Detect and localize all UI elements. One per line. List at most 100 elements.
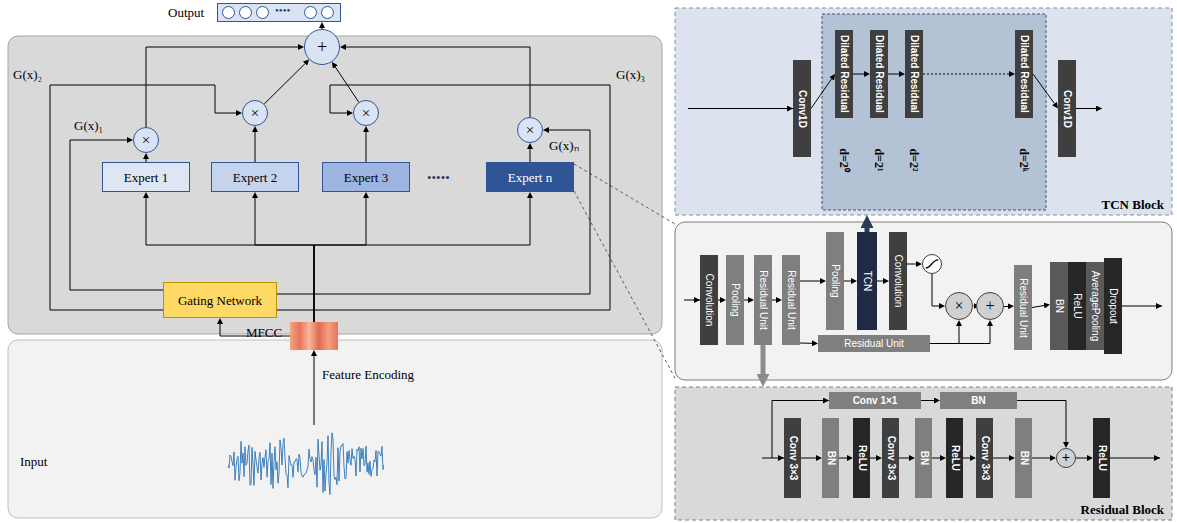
pooling-box-label: Pooling — [830, 264, 840, 297]
residual-unit-box-label: Residual Unit — [786, 270, 796, 329]
input-panel — [8, 340, 662, 518]
connector-arrow — [366, 132, 367, 162]
bn-box-label: BN — [919, 451, 929, 465]
pooling-box: Pooling — [826, 232, 844, 330]
connector-arrow — [1033, 74, 1055, 104]
connector-arrow — [839, 458, 847, 459]
connector-arrow — [811, 79, 832, 109]
connector-arrow — [800, 343, 812, 344]
flow-arrow — [762, 458, 784, 459]
edge-label: G(x)₃ — [616, 68, 645, 81]
pooling-box-label: Pooling — [730, 283, 740, 316]
conv1d-box: Conv1D — [1058, 60, 1076, 157]
relu-box: ReLU — [853, 418, 870, 498]
tcn-panel-ground — [675, 8, 1172, 215]
connector-arrow — [932, 458, 940, 459]
dropout-box-label: Dropout — [1108, 288, 1118, 324]
bn-box-label: BN — [1019, 451, 1029, 465]
flow-arrow — [688, 108, 793, 109]
dilated-residual-box: Dilated Residuald=2¹ — [870, 30, 888, 118]
conv1d-box-label: Conv1D — [797, 90, 807, 128]
expert-box-label: Expert 1 — [124, 171, 168, 184]
connector-arrow — [844, 281, 851, 282]
conv3x3-box-label: Conv 3×3 — [788, 436, 798, 481]
dilation-label: d=2¹ — [873, 148, 885, 171]
dilated-residual-box-label: Dilated Residual — [1019, 35, 1029, 113]
connector-arrow — [530, 149, 531, 162]
output-unit — [256, 6, 269, 19]
dilated-residual-box-label: Dilated Residual — [839, 35, 849, 113]
moe-panel — [8, 36, 662, 334]
convolution-box: Convolution — [700, 255, 718, 345]
connector-arrow — [146, 198, 314, 322]
sum-node-label: + — [317, 38, 327, 56]
relu-box-label: ReLU — [950, 445, 960, 471]
expert-box: Expert 2 — [211, 162, 299, 192]
conv3x3-box-label: Conv 3×3 — [886, 436, 896, 481]
bn-box: BN — [1050, 262, 1068, 350]
connector-arrow — [146, 47, 298, 127]
residual-unit-box-label: Residual Unit — [1018, 278, 1028, 337]
bn-box: BN — [940, 392, 1017, 409]
connector-arrow — [314, 356, 315, 425]
conv3x3-box: Conv 3×3 — [882, 418, 899, 498]
sum-node: + — [976, 292, 1004, 320]
expert-box-label: Expert 3 — [344, 171, 388, 184]
multiply-node: × — [133, 127, 159, 153]
edge-label: G(x)₂ — [13, 68, 42, 81]
multiply-node-label: × — [954, 298, 963, 314]
multiply-node: × — [945, 292, 973, 320]
waveform-line — [228, 433, 384, 495]
expert-box: Expert 3 — [322, 162, 410, 192]
connector-arrow — [870, 458, 876, 459]
connector-arrow — [772, 300, 776, 301]
connector-arrow — [921, 400, 934, 401]
dilation-label: d=2² — [908, 148, 920, 171]
expert-box: Expert 1 — [102, 162, 190, 192]
zoom-line — [574, 191, 675, 378]
connector-arrow — [1032, 458, 1050, 459]
connector-arrow — [932, 274, 939, 306]
flow-arrow — [1122, 306, 1162, 307]
connector-arrow — [853, 74, 864, 75]
bn-box: BN — [915, 418, 932, 498]
residual-panel-ground — [675, 387, 1172, 520]
ellipsis-mark: ••••• — [427, 171, 450, 184]
connector-arrow — [923, 74, 1009, 75]
multiply-node-label: × — [142, 133, 150, 148]
sum-node-label: + — [985, 298, 994, 314]
connector-arrow — [963, 458, 970, 459]
connector-arrow — [264, 64, 305, 104]
multiply-node-label: × — [362, 106, 370, 121]
dilation-label: d=2⁰ — [838, 148, 850, 172]
flow-arrow — [684, 300, 700, 301]
dilation-label: d=2ᵏ — [1018, 148, 1030, 172]
multiply-node: × — [517, 117, 543, 143]
dilated-residual-box-label: Dilated Residual — [874, 35, 884, 113]
connector-arrow — [314, 198, 366, 322]
output-unit — [239, 6, 252, 19]
expert-box-label: Expert 2 — [233, 171, 277, 184]
conv3x3-box: Conv 3×3 — [784, 418, 801, 498]
connector-arrow — [800, 281, 820, 282]
edge-label: G(x)₁ — [74, 119, 103, 132]
connector-arrow — [255, 132, 256, 162]
bn-box: BN — [1015, 418, 1032, 498]
relu-box: ReLU — [1093, 418, 1110, 498]
sigmoid-curve — [926, 260, 939, 268]
residual-unit-box: Residual Unit — [754, 255, 772, 345]
dilated-residual-box: Dilated Residuald=2⁰ — [835, 30, 853, 118]
expert-detail-panel — [675, 222, 1172, 380]
bn-box: BN — [822, 418, 839, 498]
connector-arrow — [744, 300, 748, 301]
connector-arrow — [761, 345, 766, 374]
relu-box-label: ReLU — [1097, 445, 1107, 471]
tcn-block-panel-label: TCN Block — [1102, 198, 1164, 211]
sigmoid-symbol — [923, 255, 941, 273]
multiply-node: × — [353, 100, 379, 126]
connector-arrow — [277, 130, 590, 294]
connector-arrow — [899, 458, 909, 459]
sum-node: + — [1056, 448, 1076, 468]
